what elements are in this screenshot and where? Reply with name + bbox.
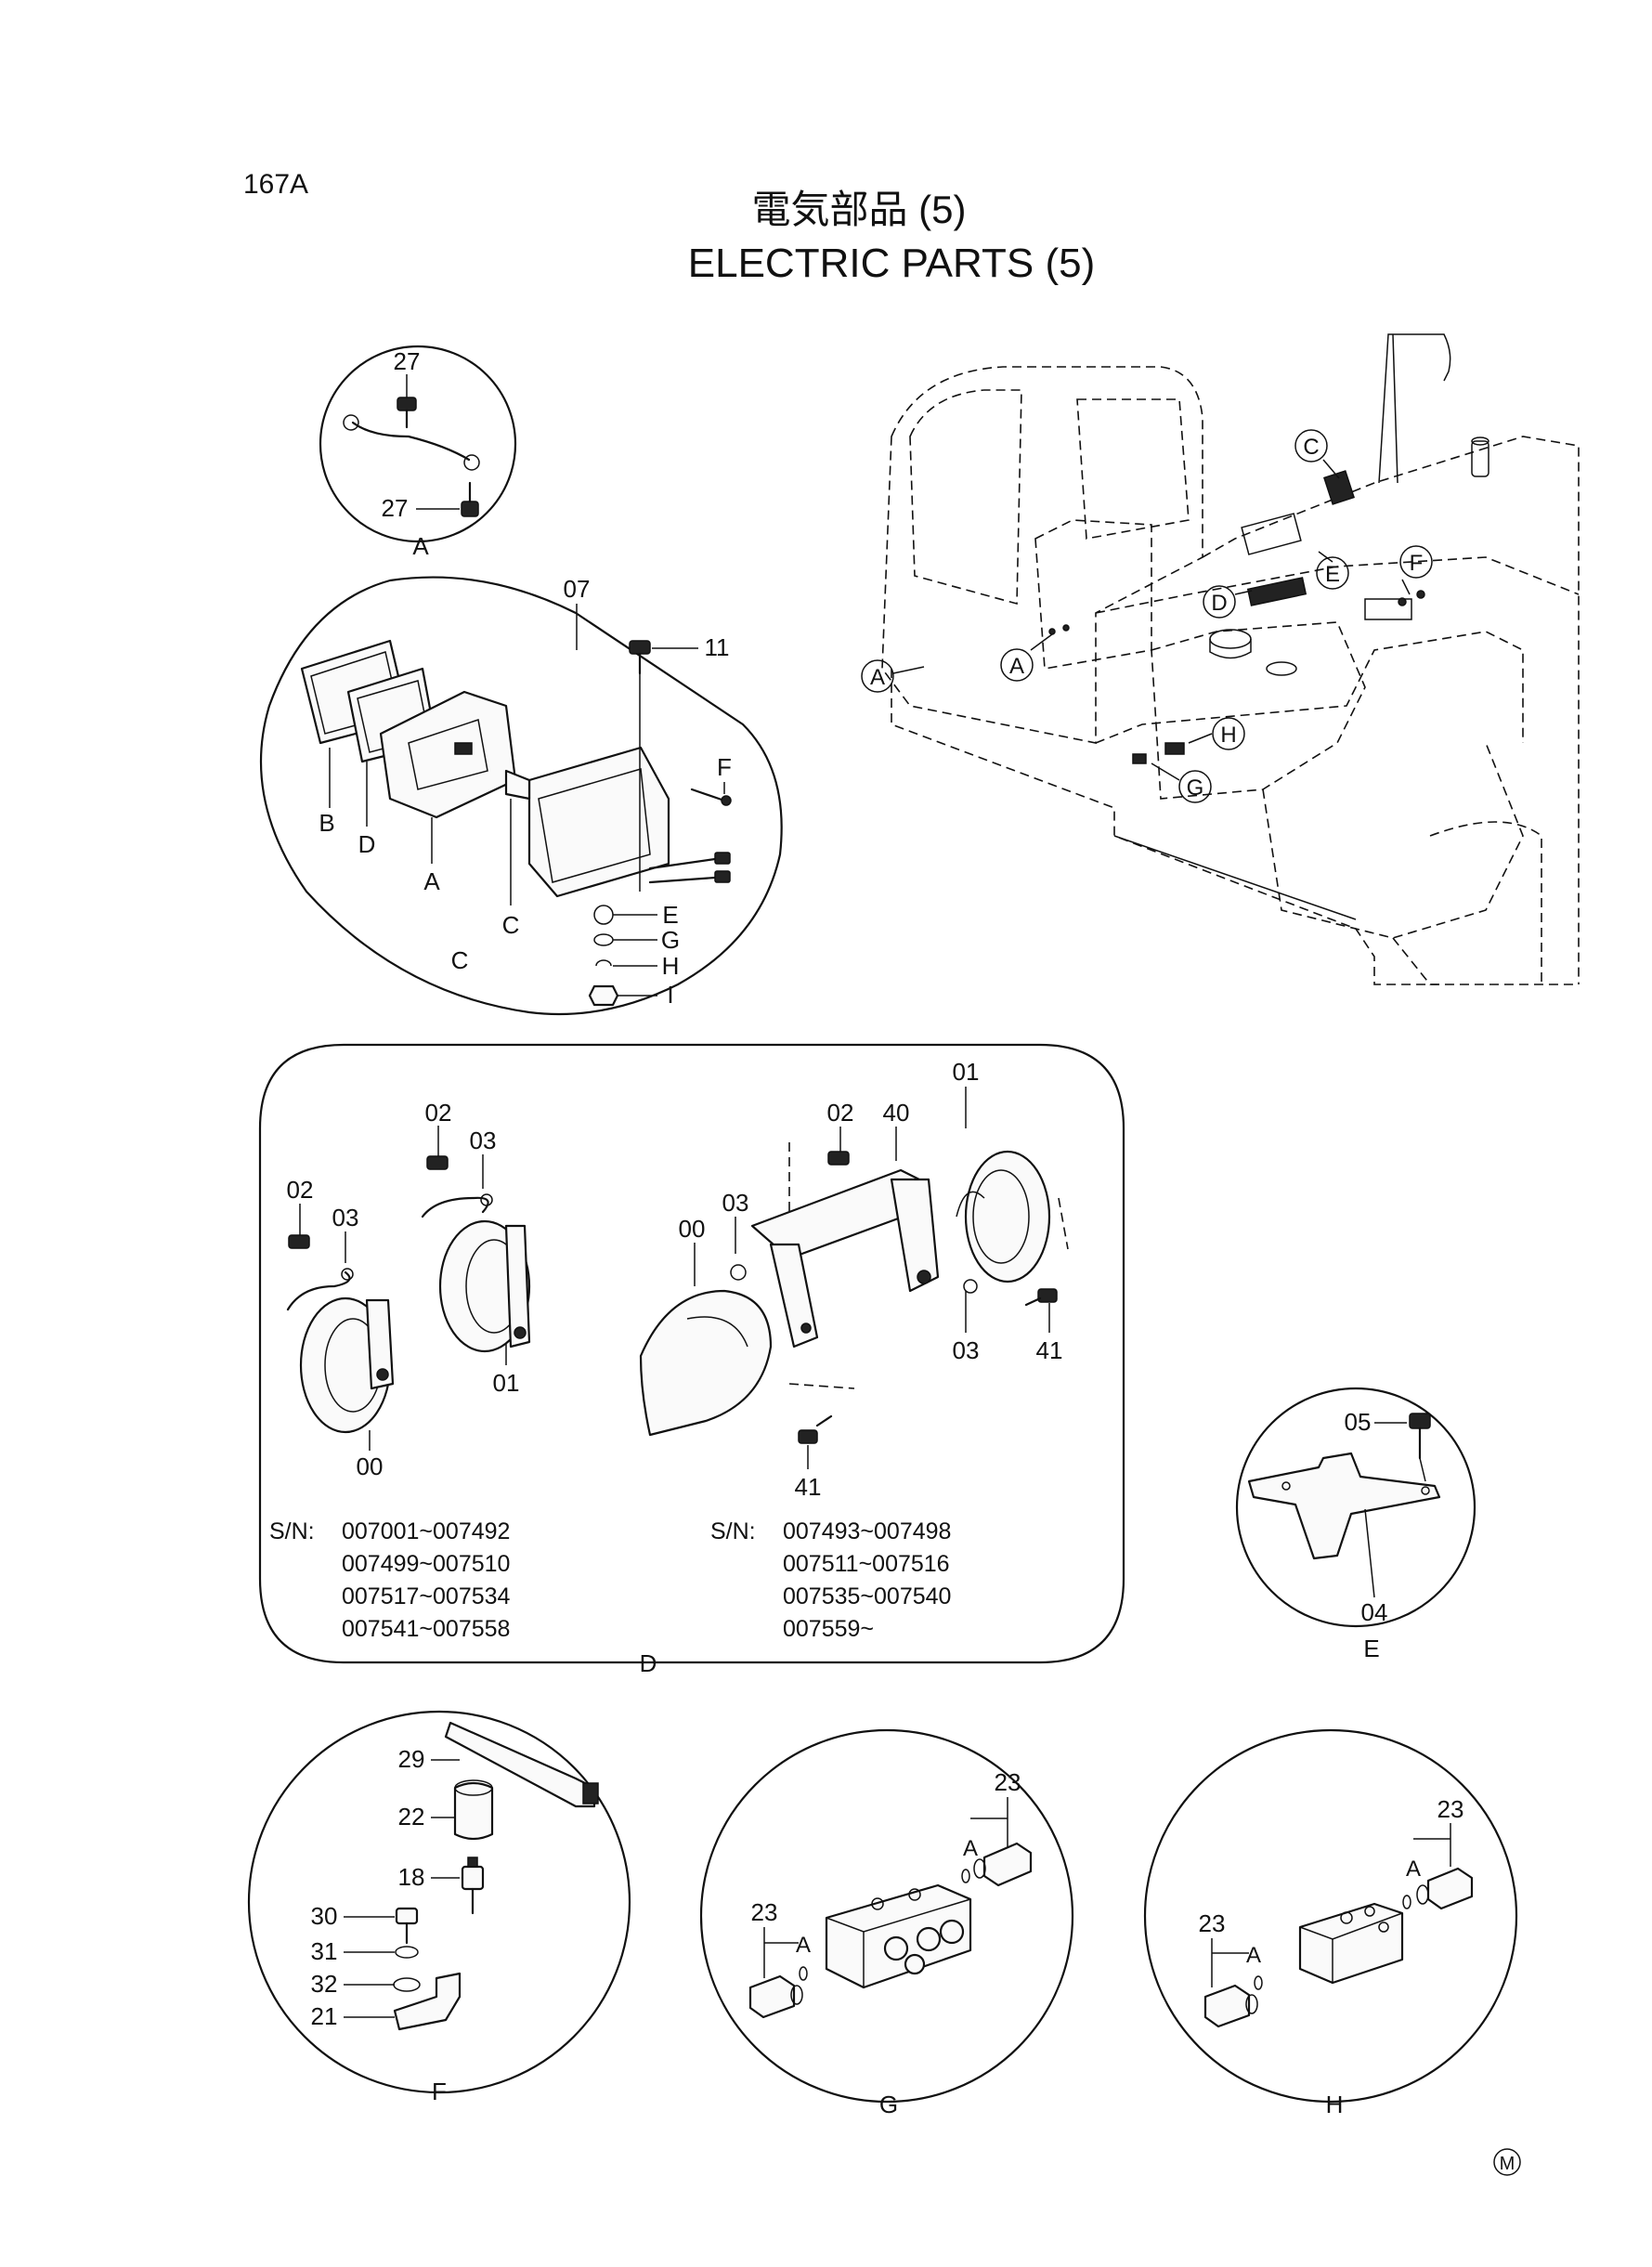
- callout-a-detail-c: A: [423, 867, 440, 895]
- part-03-left-b: 03: [332, 1204, 359, 1231]
- part-23-g-top: 23: [995, 1768, 1021, 1796]
- part-23-h-left: 23: [1199, 1909, 1226, 1937]
- part-18: 18: [398, 1863, 425, 1891]
- part-27-top: 27: [394, 347, 421, 375]
- page-number: 167A: [243, 169, 308, 200]
- detail-h: 23 A 23 A H: [1143, 1728, 1518, 2118]
- callout-a-detail: A: [412, 532, 429, 560]
- part-01-right: 01: [953, 1058, 980, 1086]
- part-03-left-a: 03: [470, 1127, 497, 1154]
- detail-f: 29 22 18 30 31 32 21 F: [247, 1710, 631, 2105]
- part-02-right: 02: [827, 1099, 854, 1127]
- callout-c-overview: C: [1303, 435, 1319, 460]
- part-01-left: 01: [493, 1369, 520, 1397]
- callout-d-overview: D: [1211, 591, 1227, 616]
- m-mark: M: [1493, 2148, 1521, 2176]
- part-03-right-b: 03: [953, 1336, 980, 1364]
- serial-right-3: 007535~007540: [783, 1583, 951, 1609]
- part-00-left: 00: [357, 1453, 384, 1480]
- callout-f-detail-c: F: [717, 753, 732, 781]
- title-english: ELECTRIC PARTS (5): [688, 241, 1095, 286]
- part-32: 32: [311, 1970, 338, 1998]
- serial-left-3: 007517~007534: [342, 1583, 511, 1609]
- part-11: 11: [705, 633, 730, 661]
- detail-g: 23 A 23 A G: [699, 1728, 1074, 2118]
- callout-h-detail: H: [1326, 2091, 1344, 2118]
- callout-a-h-top: A: [1406, 1857, 1421, 1882]
- callout-h-detail-c: H: [662, 952, 680, 980]
- part-23-h-top: 23: [1437, 1795, 1464, 1823]
- part-00-right: 00: [679, 1215, 706, 1243]
- callout-h-overview: H: [1220, 723, 1236, 748]
- part-22: 22: [398, 1803, 425, 1831]
- serial-left-2: 007499~007510: [342, 1551, 510, 1577]
- callout-a-g-top: A: [963, 1836, 978, 1861]
- callout-e-detail: E: [1363, 1635, 1379, 1662]
- callout-b-detail-c: B: [319, 809, 334, 837]
- callout-e-detail-c: E: [662, 901, 678, 929]
- part-27-bottom: 27: [382, 494, 409, 522]
- part-02-left-a: 02: [425, 1099, 452, 1127]
- callout-a-h-left: A: [1246, 1943, 1261, 1968]
- serial-left-4: 007541~007558: [342, 1616, 510, 1642]
- part-41-bottom: 41: [795, 1473, 822, 1501]
- callout-g-detail: G: [879, 2091, 898, 2118]
- callout-a-overview-1: A: [870, 665, 885, 690]
- detail-d: 02 03 01 02 03 00 01 40 02: [258, 1043, 1125, 1677]
- callout-i-detail-c: I: [667, 981, 673, 1009]
- serial-prefix-left: S/N:: [269, 1518, 315, 1544]
- serial-left-1: 007001~007492: [342, 1518, 510, 1544]
- part-05: 05: [1345, 1408, 1372, 1436]
- callout-c-detail-c: C: [502, 911, 520, 939]
- title-japanese: 電気部品 (5): [751, 188, 966, 231]
- part-23-g-left: 23: [751, 1898, 778, 1926]
- callout-f-overview: F: [1410, 551, 1424, 576]
- serial-right-1: 007493~007498: [783, 1518, 951, 1544]
- callout-f-detail: F: [432, 2078, 447, 2105]
- callout-a-overview-2: A: [1009, 654, 1024, 679]
- serial-prefix-right: S/N:: [710, 1518, 756, 1544]
- part-29: 29: [398, 1745, 425, 1773]
- detail-c: 07 11 F E G: [260, 575, 783, 1016]
- part-03-right-a: 03: [722, 1189, 749, 1217]
- part-02-left-b: 02: [287, 1176, 314, 1204]
- detail-a: 27 27 A: [319, 345, 517, 560]
- callout-c-detail-c-caption: C: [451, 946, 469, 974]
- part-41-right: 41: [1036, 1336, 1063, 1364]
- detail-e: 05 04 E: [1235, 1387, 1476, 1662]
- part-07: 07: [564, 575, 591, 603]
- part-04: 04: [1361, 1598, 1388, 1626]
- part-21: 21: [311, 2002, 338, 2030]
- callout-g-overview: G: [1187, 775, 1204, 801]
- callout-d-detail: D: [640, 1649, 657, 1677]
- m-mark-letter: M: [1500, 2154, 1515, 2174]
- excavator-overview: A A C D E F H G: [861, 333, 1580, 985]
- callout-e-overview: E: [1325, 562, 1340, 587]
- callout-a-g-left: A: [796, 1933, 811, 1958]
- serial-right-4: 007559~: [783, 1616, 874, 1642]
- callout-g-detail-c: G: [661, 926, 680, 954]
- part-31: 31: [311, 1937, 338, 1965]
- serial-right-2: 007511~007516: [783, 1551, 950, 1577]
- part-30: 30: [311, 1902, 338, 1930]
- part-40: 40: [883, 1099, 910, 1127]
- callout-d-detail-c: D: [358, 830, 376, 858]
